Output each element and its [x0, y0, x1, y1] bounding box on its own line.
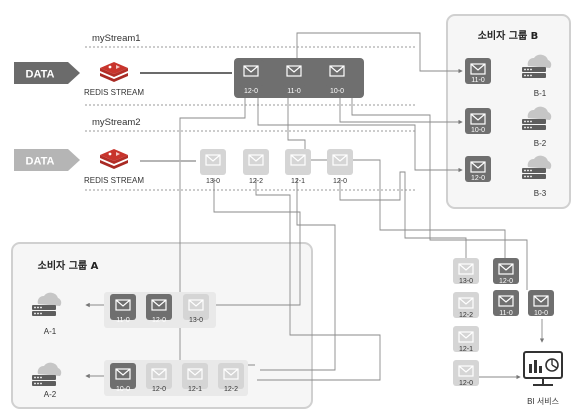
bi-message: 10-0 — [527, 289, 555, 317]
bi-message: 12-0 — [452, 359, 480, 387]
svg-text:11-0: 11-0 — [287, 88, 301, 95]
group-b-consumer: 12-0 B-3 — [464, 155, 552, 198]
svg-text:12-1: 12-1 — [188, 386, 202, 393]
stream1-message: 11-0 — [280, 59, 308, 95]
svg-text:10-0: 10-0 — [534, 310, 548, 317]
bi-message: 12-0 — [492, 257, 520, 285]
redis-stream-label: REDIS STREAM — [84, 176, 144, 185]
svg-text:12-0: 12-0 — [471, 175, 485, 182]
stream1-message: 12-0 — [237, 59, 265, 95]
stream2-queue: 13-0 12-2 12-1 12-0 — [199, 148, 354, 185]
stream2-message: 12-1 — [284, 148, 312, 185]
group-a-message: 10-0 — [109, 362, 137, 393]
svg-text:13-0: 13-0 — [189, 317, 203, 324]
bi-message: 12-2 — [452, 291, 480, 319]
svg-text:A-1: A-1 — [44, 327, 57, 336]
stream2-message: 12-2 — [242, 148, 270, 185]
redis-logo-icon — [100, 62, 128, 82]
svg-text:12-1: 12-1 — [459, 346, 473, 353]
group-a-message: 12-0 — [145, 293, 173, 324]
stream1-message: 10-0 — [323, 59, 351, 95]
group-a-message: 13-0 — [182, 293, 210, 324]
svg-text:12-0: 12-0 — [333, 178, 347, 185]
svg-text:13-0: 13-0 — [459, 278, 473, 285]
group-b-consumer: 10-0 B-2 — [464, 106, 552, 148]
svg-text:A-2: A-2 — [44, 390, 57, 399]
svg-text:DATA: DATA — [26, 69, 55, 81]
group-b-consumer: 11-0 B-1 — [464, 54, 552, 98]
group-a-message: 12-1 — [181, 362, 209, 393]
svg-text:10-0: 10-0 — [471, 127, 485, 134]
group-a-title: 소비자 그룹 A — [38, 259, 99, 272]
group-a-consumer-2: A-2 10-0 12-0 12-1 12-2 — [32, 360, 248, 399]
svg-text:12-1: 12-1 — [291, 178, 305, 185]
svg-text:12-0: 12-0 — [152, 386, 166, 393]
data-input-1: DATA — [14, 62, 80, 84]
svg-text:12-2: 12-2 — [224, 386, 238, 393]
bi-queue: 13-0 12-2 12-1 12-0 12-0 11-0 10-0 — [452, 257, 555, 387]
group-a-message: 11-0 — [109, 293, 137, 324]
svg-text:10-0: 10-0 — [330, 88, 344, 95]
svg-text:13-0: 13-0 — [206, 178, 220, 185]
svg-text:DATA: DATA — [26, 156, 55, 168]
stream2-message: 12-0 — [326, 148, 354, 185]
group-a-message: 12-0 — [145, 362, 173, 393]
svg-text:12-0: 12-0 — [459, 380, 473, 387]
bi-message: 13-0 — [452, 257, 480, 285]
stream1-queue: 12-0 11-0 10-0 — [234, 58, 364, 98]
svg-text:12-0: 12-0 — [244, 88, 258, 95]
bi-monitor-icon — [523, 351, 563, 386]
svg-text:12-2: 12-2 — [459, 312, 473, 319]
svg-text:10-0: 10-0 — [116, 386, 130, 393]
group-a-message: 12-2 — [217, 362, 245, 393]
redis-stream-label: REDIS STREAM — [84, 88, 144, 97]
svg-text:12-0: 12-0 — [499, 278, 513, 285]
svg-text:B-1: B-1 — [534, 89, 547, 98]
bi-message: 12-1 — [452, 325, 480, 353]
svg-text:11-0: 11-0 — [116, 317, 130, 324]
svg-text:B-2: B-2 — [534, 139, 547, 148]
stream2-name: myStream2 — [92, 117, 141, 128]
stream2-message: 13-0 — [199, 148, 227, 185]
redis-logo-icon — [100, 149, 128, 169]
bi-service-label: BI 서비스 — [527, 397, 559, 406]
group-a-consumer-1: A-1 11-0 12-0 13-0 — [32, 292, 216, 336]
svg-text:B-3: B-3 — [534, 189, 547, 198]
group-b-title: 소비자 그룹 B — [478, 29, 539, 42]
bi-message: 11-0 — [492, 289, 520, 317]
data-input-2: DATA — [14, 149, 80, 171]
svg-text:12-0: 12-0 — [152, 317, 166, 324]
svg-text:12-2: 12-2 — [249, 178, 263, 185]
stream1-name: myStream1 — [92, 33, 141, 44]
svg-text:11-0: 11-0 — [499, 310, 513, 317]
svg-text:11-0: 11-0 — [471, 77, 485, 84]
